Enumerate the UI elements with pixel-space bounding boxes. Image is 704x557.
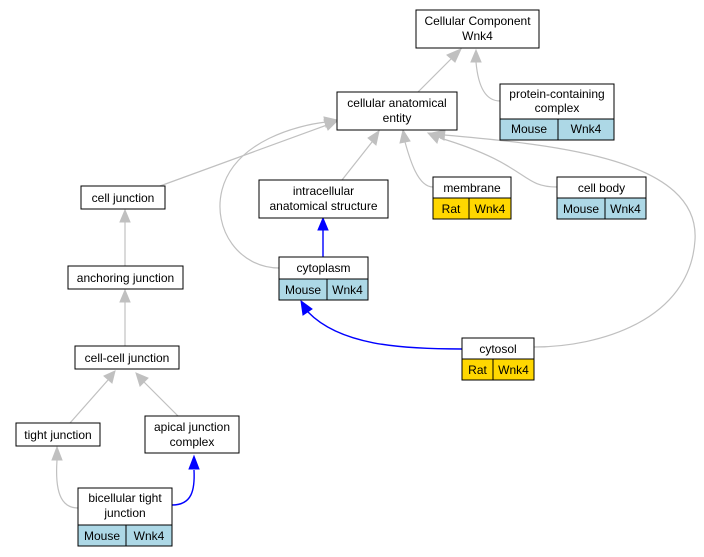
- edge-arrowhead: [135, 372, 149, 387]
- node-intracellular-anatomical-structure[interactable]: intracellular anatomical structure: [258, 179, 389, 219]
- species-label: Rat: [468, 363, 487, 377]
- node-label-line1: Cellular Component: [424, 14, 531, 28]
- gene-cell: [557, 118, 615, 141]
- gene-cell: [604, 197, 647, 220]
- node-cell-junction[interactable]: cell junction: [80, 185, 166, 210]
- node-box: [499, 83, 615, 120]
- node-label-line2: junction: [103, 506, 145, 520]
- edge-intracellular-to-entity: [341, 141, 373, 181]
- edge-bicellular-to-tight: [56, 459, 79, 509]
- node-label-line1: bicellular tight: [88, 491, 162, 505]
- node-anchoring-junction[interactable]: anchoring junction: [67, 265, 184, 290]
- node-box: [15, 422, 101, 447]
- edge-arrowhead: [470, 48, 482, 63]
- edge-arrowhead: [51, 445, 63, 461]
- node-cytoplasm[interactable]: cytoplasm Mouse Wnk4: [278, 256, 369, 301]
- node-label: cell-cell junction: [85, 351, 170, 365]
- edge-arrowhead: [119, 208, 131, 223]
- node-box: [144, 415, 240, 454]
- node-label-line2: complex: [170, 435, 215, 449]
- gene-label: Wnk4: [571, 122, 602, 136]
- gene-cell: [492, 358, 535, 381]
- node-tight-junction[interactable]: tight junction: [15, 422, 101, 447]
- node-label-line2: complex: [535, 101, 580, 115]
- node-label-line2: Wnk4: [462, 29, 493, 43]
- gene-cell: [468, 197, 512, 220]
- edge-entity-to-root: [417, 57, 453, 93]
- node-box: [336, 91, 458, 131]
- species-label: Mouse: [285, 283, 321, 297]
- species-label: Mouse: [511, 122, 547, 136]
- edge-arrowhead: [323, 116, 339, 128]
- species-label: Rat: [442, 202, 461, 216]
- node-box: [67, 265, 184, 290]
- node-cell-body[interactable]: cell body Mouse Wnk4: [556, 176, 647, 220]
- node-label: cytoplasm: [296, 261, 350, 275]
- gene-cell: [326, 278, 369, 301]
- edges-is-a: [51, 48, 696, 509]
- node-cellular-component[interactable]: Cellular Component Wnk4: [415, 9, 540, 49]
- node-bicellular-tight-junction[interactable]: bicellular tight junction Mouse Wnk4: [77, 487, 173, 547]
- species-label: Mouse: [84, 529, 120, 543]
- node-box: [258, 179, 389, 219]
- node-apical-junction-complex[interactable]: apical junction complex: [144, 415, 240, 454]
- edge-cytosol-to-entity: [443, 134, 696, 348]
- gene-label: Wnk4: [610, 202, 641, 216]
- edge-membrane-to-entity: [404, 141, 434, 188]
- node-label: anchoring junction: [77, 271, 174, 285]
- node-label-line1: protein-containing: [509, 87, 604, 101]
- gene-label: Wnk4: [332, 283, 363, 297]
- node-label: cytosol: [479, 342, 516, 356]
- node-cytosol[interactable]: cytosol Rat Wnk4: [461, 337, 535, 381]
- node-label-line1: intracellular: [293, 184, 354, 198]
- node-membrane[interactable]: membrane Rat Wnk4: [432, 176, 512, 220]
- edge-arrowhead: [317, 216, 329, 231]
- edge-arrowhead: [103, 370, 116, 384]
- edge-protein-complex-to-root: [475, 61, 501, 102]
- edge-cytosol-to-cytoplasm: [307, 311, 463, 350]
- species-label: Mouse: [563, 202, 599, 216]
- node-label-line2: entity: [383, 111, 412, 125]
- edge-apical-to-cell-cell: [143, 381, 179, 417]
- node-cellular-anatomical-entity[interactable]: cellular anatomical entity: [336, 91, 458, 131]
- gene-label: Wnk4: [498, 363, 529, 377]
- edge-arrowhead: [188, 454, 200, 470]
- edge-arrowhead: [446, 48, 462, 63]
- node-box: [74, 345, 180, 370]
- gene-cell: [125, 524, 173, 547]
- gene-label: Wnk4: [475, 202, 506, 216]
- gene-label: Wnk4: [134, 529, 165, 543]
- node-label-line2: anatomical structure: [269, 199, 377, 213]
- node-label: membrane: [443, 181, 501, 195]
- node-label: cell junction: [92, 191, 155, 205]
- node-label: cell body: [578, 181, 625, 195]
- edge-arrowhead: [367, 129, 380, 146]
- edges-part-of: [171, 216, 463, 506]
- edge-arrowhead: [399, 128, 411, 144]
- edge-cell-body-to-entity: [439, 137, 558, 188]
- node-box: [80, 185, 166, 210]
- edge-arrowhead: [300, 299, 313, 316]
- node-cell-cell-junction[interactable]: cell-cell junction: [74, 345, 180, 370]
- edge-arrowhead: [119, 288, 131, 303]
- edge-arrowhead: [430, 129, 446, 141]
- edge-cytoplasm-to-entity: [219, 121, 327, 269]
- node-label-line1: cellular anatomical: [347, 96, 446, 110]
- edge-bicellular-to-apical: [171, 469, 195, 506]
- node-label-line1: apical junction: [154, 420, 230, 434]
- node-protein-containing-complex[interactable]: protein-containing complex Mouse Wnk4: [499, 83, 615, 141]
- node-box: [415, 9, 540, 49]
- edge-tight-to-cell-cell: [69, 379, 109, 424]
- node-label: tight junction: [24, 428, 91, 442]
